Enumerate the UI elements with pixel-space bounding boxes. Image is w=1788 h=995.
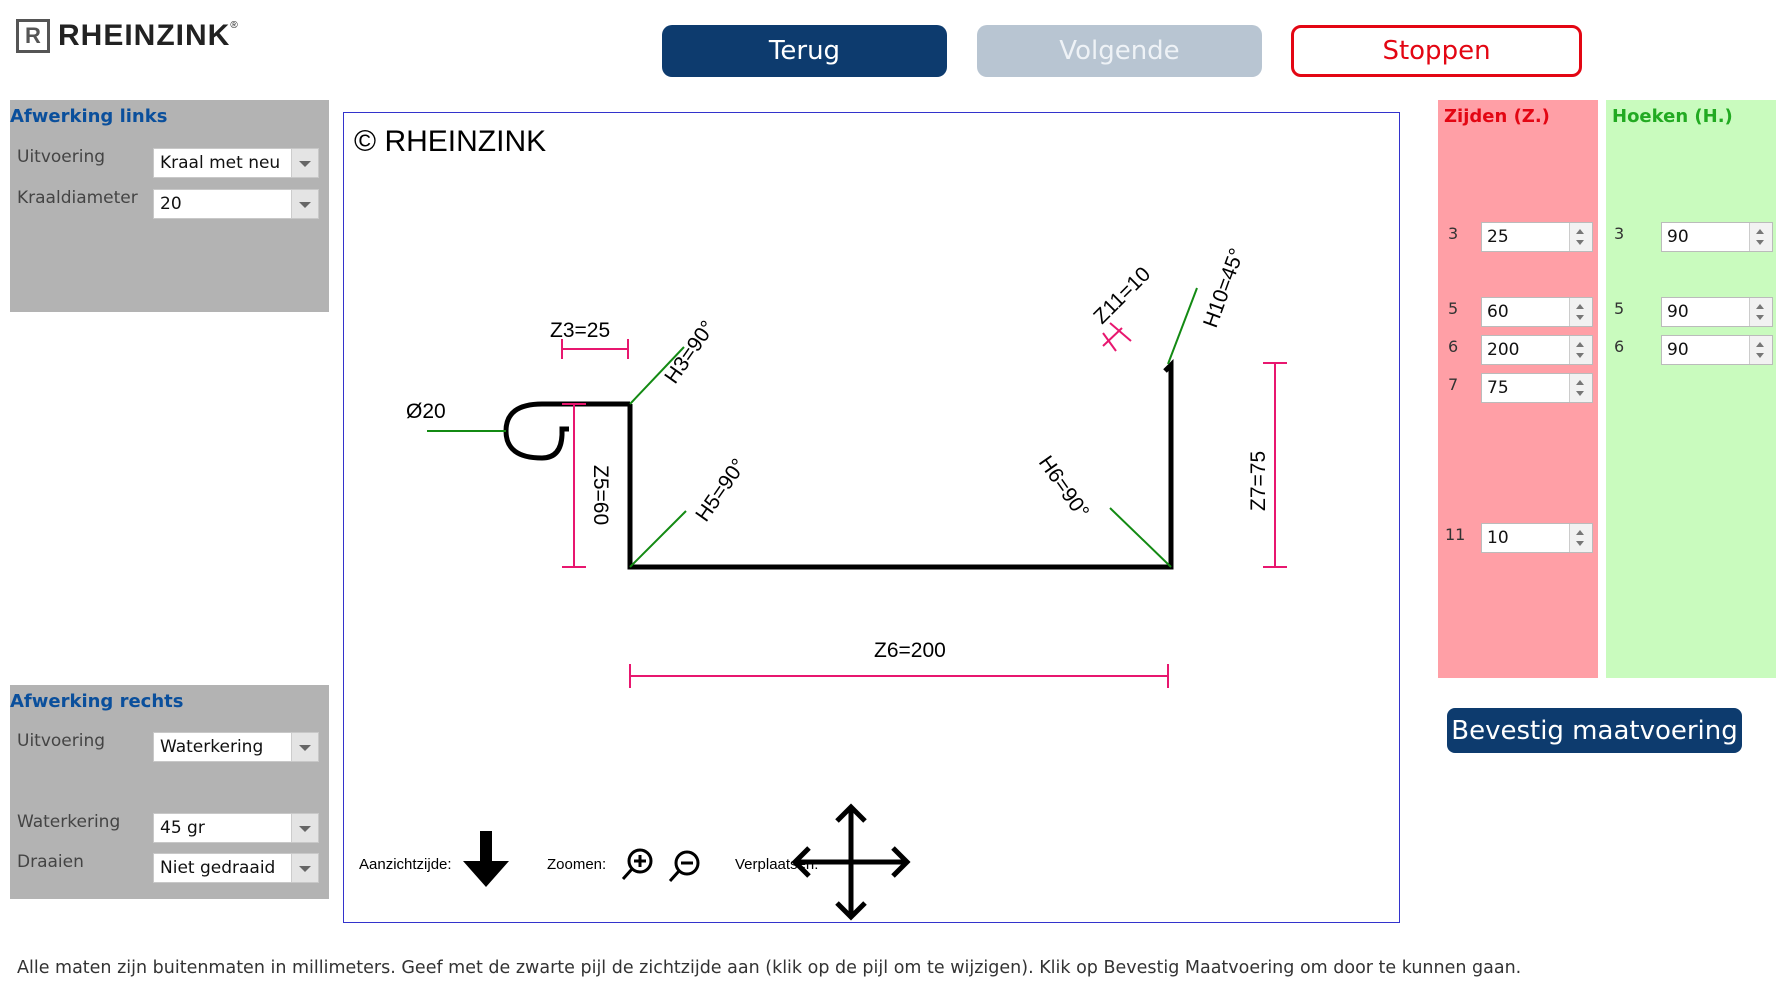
move-label: Verplaatsen:: [735, 856, 819, 873]
profile-drawing-canvas[interactable]: © RHEINZINK Ø20 Z3=25 H3=90° Z5=60 H: [343, 112, 1400, 923]
side-11-input[interactable]: 10: [1481, 523, 1593, 553]
angle-index-5: 5: [1614, 299, 1625, 318]
side-index-11: 11: [1445, 525, 1466, 544]
h5-label: H5=90°: [691, 455, 750, 526]
logo-wordmark: RHEINZINK: [58, 19, 231, 52]
side-6-input[interactable]: 200: [1481, 335, 1593, 365]
right-finish-panel: Afwerking rechts Uitvoering Waterkering …: [10, 685, 329, 899]
profile-drawing: Ø20 Z3=25 H3=90° Z5=60 H5=90° H6=90° Z6=…: [406, 245, 1287, 921]
zoom-in-icon[interactable]: [621, 848, 653, 881]
side-index-5: 5: [1448, 299, 1459, 318]
spinner-icon[interactable]: [1569, 336, 1592, 364]
spinner-icon[interactable]: [1749, 336, 1772, 364]
spinner-icon[interactable]: [1749, 298, 1772, 326]
dimension-lines: [561, 322, 1287, 688]
chevron-down-icon[interactable]: [291, 854, 318, 882]
spinner-icon[interactable]: [1569, 223, 1592, 251]
chevron-down-icon[interactable]: [291, 814, 318, 842]
z7-label: Z7=75: [1247, 451, 1270, 511]
angle-6-input[interactable]: 90: [1661, 335, 1773, 365]
spinner-icon[interactable]: [1749, 223, 1772, 251]
left-execution-select[interactable]: Kraal met neu: [153, 148, 319, 178]
sides-title: Zijden (Z.): [1444, 106, 1550, 127]
z3-label: Z3=25: [550, 319, 610, 342]
logo-mark-icon: R: [16, 19, 50, 53]
angle-index-3: 3: [1614, 224, 1625, 243]
side-index-7: 7: [1448, 375, 1459, 394]
stop-button[interactable]: Stoppen: [1291, 25, 1582, 77]
spinner-icon[interactable]: [1569, 524, 1592, 552]
left-finish-panel: Afwerking links Uitvoering Kraal met neu…: [10, 100, 329, 312]
z5-label: Z5=60: [589, 465, 612, 525]
water-stop-label: Waterkering: [17, 812, 121, 832]
drawing-copyright: © RHEINZINK: [354, 125, 547, 158]
h6-label: H6=90°: [1034, 452, 1093, 523]
right-execution-select[interactable]: Waterkering: [153, 732, 319, 762]
right-finish-title: Afwerking rechts: [10, 691, 184, 712]
chevron-down-icon[interactable]: [291, 190, 318, 218]
confirm-dimensions-button[interactable]: Bevestig maatvoering: [1447, 708, 1742, 753]
zoom-out-icon[interactable]: [668, 850, 700, 883]
rheinzink-logo: R RHEINZINK ®: [16, 16, 238, 56]
spinner-icon[interactable]: [1569, 374, 1592, 402]
angles-column: Hoeken (H.) 3 90 5 90 6 90: [1606, 100, 1776, 678]
sides-column: Zijden (Z.) 3 25 5 60 6 200 7 75 11 10: [1438, 100, 1598, 678]
spinner-icon[interactable]: [1569, 298, 1592, 326]
move-icon[interactable]: [791, 803, 911, 921]
side-index-3: 3: [1448, 224, 1459, 243]
rotate-select[interactable]: Niet gedraaid: [153, 853, 319, 883]
footer-instructions: Alle maten zijn buitenmaten in millimete…: [17, 958, 1522, 978]
right-execution-label: Uitvoering: [17, 731, 106, 751]
z11-label: Z11=10: [1089, 263, 1155, 329]
z6-label: Z6=200: [874, 639, 946, 662]
back-button[interactable]: Terug: [662, 25, 947, 77]
diameter-label: Ø20: [406, 400, 446, 423]
chevron-down-icon[interactable]: [291, 149, 318, 177]
h10-label: H10=45°: [1199, 245, 1249, 330]
side-3-input[interactable]: 25: [1481, 222, 1593, 252]
angle-index-6: 6: [1614, 337, 1625, 356]
left-finish-title: Afwerking links: [10, 106, 168, 127]
angle-3-input[interactable]: 90: [1661, 222, 1773, 252]
rotate-label: Draaien: [17, 852, 84, 872]
bead-diameter-select[interactable]: 20: [153, 189, 319, 219]
water-stop-select[interactable]: 45 gr: [153, 813, 319, 843]
side-index-6: 6: [1448, 337, 1459, 356]
left-execution-label: Uitvoering: [17, 147, 106, 167]
view-side-arrow-icon[interactable]: [463, 831, 509, 887]
chevron-down-icon[interactable]: [291, 733, 318, 761]
angle-5-input[interactable]: 90: [1661, 297, 1773, 327]
next-button[interactable]: Volgende: [977, 25, 1262, 77]
view-side-label: Aanzichtzijde:: [359, 856, 452, 873]
angle-leaders: [427, 287, 1198, 568]
side-5-input[interactable]: 60: [1481, 297, 1593, 327]
bead-diameter-label: Kraaldiameter: [17, 188, 138, 208]
zoom-label: Zoomen:: [547, 856, 607, 873]
side-7-input[interactable]: 75: [1481, 373, 1593, 403]
angles-title: Hoeken (H.): [1612, 106, 1733, 127]
h3-label: H3=90°: [660, 317, 719, 388]
